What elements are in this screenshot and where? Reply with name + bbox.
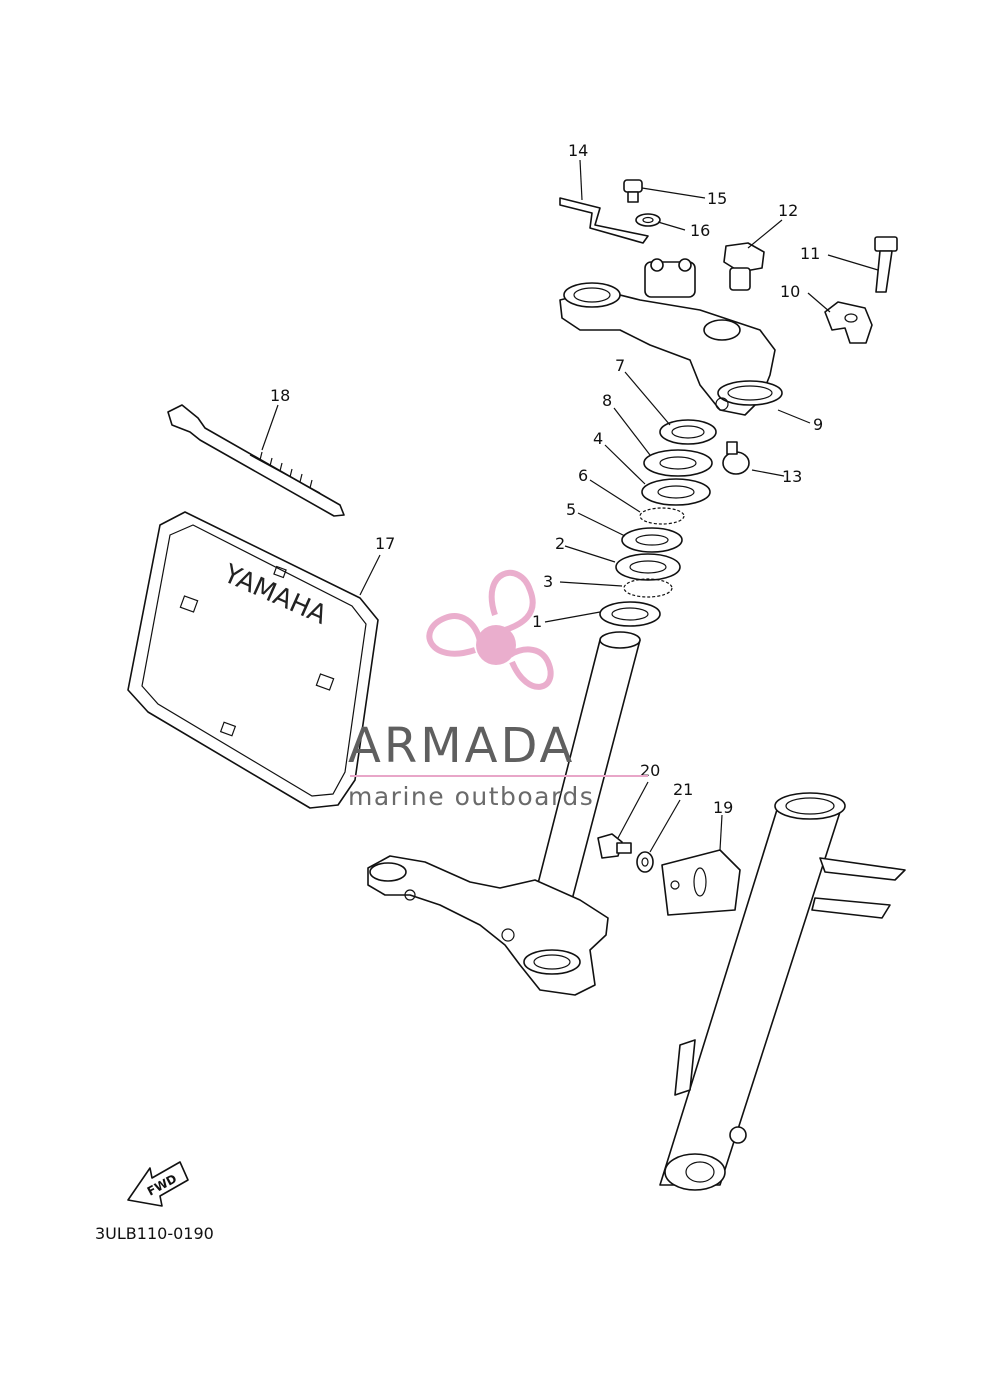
callout-7: 7 [615,356,625,375]
callout-2: 2 [555,534,565,553]
front-fork [659,792,906,1191]
callout-17: 17 [375,534,395,553]
callout-1: 1 [532,612,542,631]
callout-14: 14 [568,141,588,160]
ring-nut-7 [659,419,717,445]
callout-21: 21 [673,780,693,799]
callout-3: 3 [543,572,553,591]
dust-seal-1 [599,601,661,627]
handlebar-holder [824,301,873,344]
bearing-race-2 [615,553,681,581]
callout-6: 6 [578,466,588,485]
nut-12 [723,242,765,291]
propeller-logo-icon [426,569,554,690]
screw-15 [623,179,643,203]
leader-lines [261,159,879,853]
callout-4: 4 [593,429,603,448]
bolt-20 [597,833,632,859]
callout-16: 16 [690,221,710,240]
bolt-11 [874,236,898,293]
cable-tie [167,404,345,517]
washer-21 [636,851,654,873]
watermark-title: ARMADA [348,718,575,774]
upper-bracket [559,258,783,416]
callout-12: 12 [778,201,798,220]
bracket-14 [559,197,649,244]
callout-19: 19 [713,798,733,817]
callout-10: 10 [780,282,800,301]
diagram-code: 3ULB110-0190 [95,1224,214,1243]
callout-13: 13 [782,467,802,486]
watermark-subtitle: marine outboards [348,782,594,811]
steering-stem [367,631,641,996]
callout-labels: 14 15 16 12 11 10 9 7 8 13 4 6 5 2 3 1 1… [270,141,823,817]
washer-8 [643,449,713,477]
washer-16 [635,213,661,227]
callout-5: 5 [566,500,576,519]
bearing-race-5 [621,527,683,553]
callout-9: 9 [813,415,823,434]
bearing-race-4 [641,478,711,506]
ball-set-6 [639,507,685,525]
watermark: ARMADA marine outboards [348,569,648,811]
ball-set-3 [623,578,673,598]
callout-15: 15 [707,189,727,208]
fwd-arrow-icon [127,1161,189,1207]
bolt-13 [722,441,750,475]
callout-11: 11 [800,244,820,263]
callout-20: 20 [640,761,660,780]
callout-18: 18 [270,386,290,405]
callout-8: 8 [602,391,612,410]
number-plate [127,511,379,809]
